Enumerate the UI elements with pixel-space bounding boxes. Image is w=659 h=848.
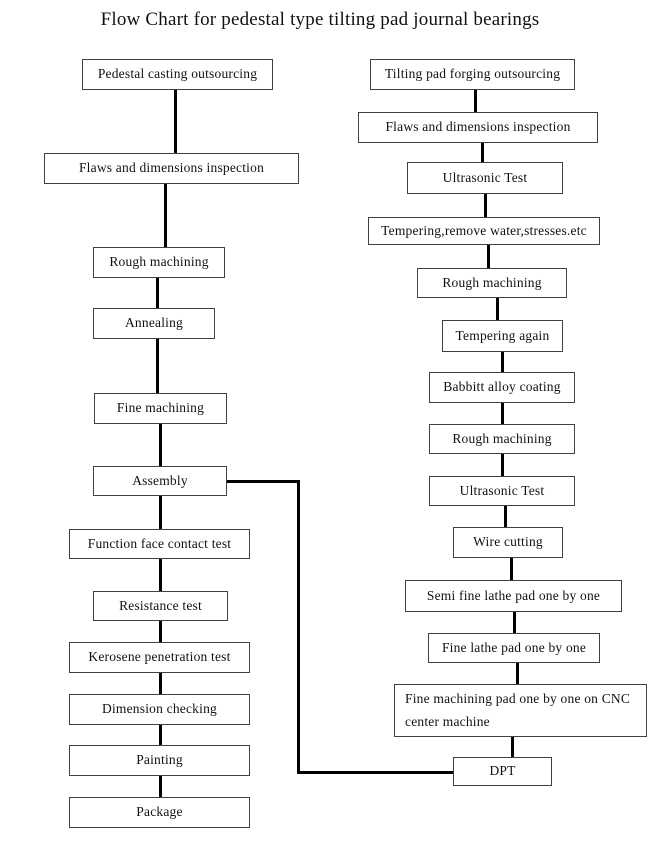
flow-node-label: Dimension checking xyxy=(102,701,217,717)
connector-pedestal-casting-branch-7 xyxy=(158,621,162,642)
flow-node-fine-machining: Fine machining xyxy=(94,393,227,424)
connector-assembly-dpt-bottom xyxy=(296,770,453,774)
flow-node-flaws-and-dimensions-inspection: Flaws and dimensions inspection xyxy=(358,112,598,143)
flow-node-label: Resistance test xyxy=(119,597,202,613)
flow-node-resistance-test: Resistance test xyxy=(93,591,228,621)
connector-tilting-pad-branch-8 xyxy=(503,506,507,527)
flow-node-label: Painting xyxy=(136,752,183,768)
flow-node-semi-fine-lathe-pad-one-by-one: Semi fine lathe pad one by one xyxy=(405,580,622,612)
flow-node-label: DPT xyxy=(489,763,516,779)
flow-node-label: Assembly xyxy=(132,472,188,488)
flow-node-label: Wire cutting xyxy=(473,534,543,550)
flow-node-tempering-remove-water-stresses-etc: Tempering,remove water,stresses.etc xyxy=(368,217,600,245)
flow-node-dpt: DPT xyxy=(453,757,552,786)
flow-node-assembly: Assembly xyxy=(93,466,227,496)
flow-node-fine-machining-pad-one-by-one-on-cnc-center-mach: Fine machining pad one by one on CNC cen… xyxy=(394,684,647,737)
flow-node-label: Ultrasonic Test xyxy=(459,482,545,498)
flow-node-babbitt-alloy-coating: Babbitt alloy coating xyxy=(429,372,575,403)
connector-pedestal-casting-branch-2 xyxy=(155,278,159,308)
connector-tilting-pad-branch-6 xyxy=(500,403,504,424)
flow-node-pedestal-casting-outsourcing: Pedestal casting outsourcing xyxy=(82,59,273,90)
flow-node-annealing: Annealing xyxy=(93,308,215,339)
connector-assembly-dpt-vertical xyxy=(296,479,300,774)
flow-node-label: Tilting pad forging outsourcing xyxy=(384,66,561,82)
connector-assembly-dpt-top xyxy=(227,479,300,483)
flow-node-tilting-pad-forging-outsourcing: Tilting pad forging outsourcing xyxy=(370,59,575,90)
flow-node-label: Package xyxy=(136,804,183,820)
connector-tilting-pad-branch-5 xyxy=(500,352,504,372)
flow-node-label: Pedestal casting outsourcing xyxy=(97,66,258,82)
connector-pedestal-casting-branch-6 xyxy=(158,559,162,591)
flow-node-label: Rough machining xyxy=(442,274,542,290)
connector-tilting-pad-branch-7 xyxy=(500,454,504,476)
flow-node-function-face-contact-test: Function face contact test xyxy=(69,529,250,559)
connector-tilting-pad-branch-3 xyxy=(486,245,490,268)
page-title: Flow Chart for pedestal type tilting pad… xyxy=(100,9,540,30)
connector-pedestal-casting-branch-0 xyxy=(173,90,177,153)
connector-tilting-pad-branch-0 xyxy=(473,90,477,112)
flow-node-package: Package xyxy=(69,797,250,828)
flow-node-label: Tempering,remove water,stresses.etc xyxy=(381,222,587,238)
flow-node-label: Fine lathe pad one by one xyxy=(441,639,587,655)
flow-node-label: Semi fine lathe pad one by one xyxy=(426,587,601,603)
flow-node-label: Ultrasonic Test xyxy=(442,169,528,185)
flow-node-label: Rough machining xyxy=(109,254,209,270)
connector-pedestal-casting-branch-4 xyxy=(158,424,162,466)
connector-tilting-pad-branch-2 xyxy=(483,194,487,217)
connector-pedestal-casting-branch-8 xyxy=(158,673,162,694)
flow-node-label: Babbitt alloy coating xyxy=(443,379,561,395)
connector-tilting-pad-branch-11 xyxy=(515,663,519,684)
flow-node-ultrasonic-test: Ultrasonic Test xyxy=(429,476,575,506)
connector-tilting-pad-branch-1 xyxy=(480,143,484,162)
connector-pedestal-casting-branch-1 xyxy=(163,184,167,247)
flow-node-label: Tempering again xyxy=(455,327,550,343)
flow-node-dimension-checking: Dimension checking xyxy=(69,694,250,725)
flow-node-label: Function face contact test xyxy=(87,535,232,551)
flow-node-kerosene-penetration-test: Kerosene penetration test xyxy=(69,642,250,673)
flow-node-wire-cutting: Wire cutting xyxy=(453,527,563,558)
connector-tilting-pad-branch-10 xyxy=(512,612,516,633)
connector-pedestal-casting-branch-10 xyxy=(158,776,162,797)
flow-node-label: Fine machining xyxy=(116,400,205,416)
connector-tilting-pad-branch-4 xyxy=(495,298,499,320)
connector-pedestal-casting-branch-5 xyxy=(158,496,162,529)
connector-pedestal-casting-branch-3 xyxy=(155,339,159,393)
flow-node-label: Flaws and dimensions inspection xyxy=(78,160,265,176)
flow-node-label: Flaws and dimensions inspection xyxy=(385,119,571,135)
connector-pedestal-casting-branch-9 xyxy=(158,725,162,745)
flow-node-label: Annealing xyxy=(124,315,184,331)
flow-node-painting: Painting xyxy=(69,745,250,776)
flow-node-rough-machining: Rough machining xyxy=(93,247,225,278)
flow-node-label: Fine machining pad one by one on CNC cen… xyxy=(405,691,631,729)
flow-node-tempering-again: Tempering again xyxy=(442,320,563,352)
flow-node-label: Kerosene penetration test xyxy=(88,649,231,665)
flow-node-label: Rough machining xyxy=(452,430,552,446)
flow-node-rough-machining: Rough machining xyxy=(429,424,575,454)
flow-node-flaws-and-dimensions-inspection: Flaws and dimensions inspection xyxy=(44,153,299,184)
flow-node-fine-lathe-pad-one-by-one: Fine lathe pad one by one xyxy=(428,633,600,663)
flow-node-rough-machining: Rough machining xyxy=(417,268,567,298)
connector-tilting-pad-branch-9 xyxy=(509,558,513,580)
flow-node-ultrasonic-test: Ultrasonic Test xyxy=(407,162,563,194)
connector-tilting-pad-branch-12 xyxy=(510,737,514,757)
